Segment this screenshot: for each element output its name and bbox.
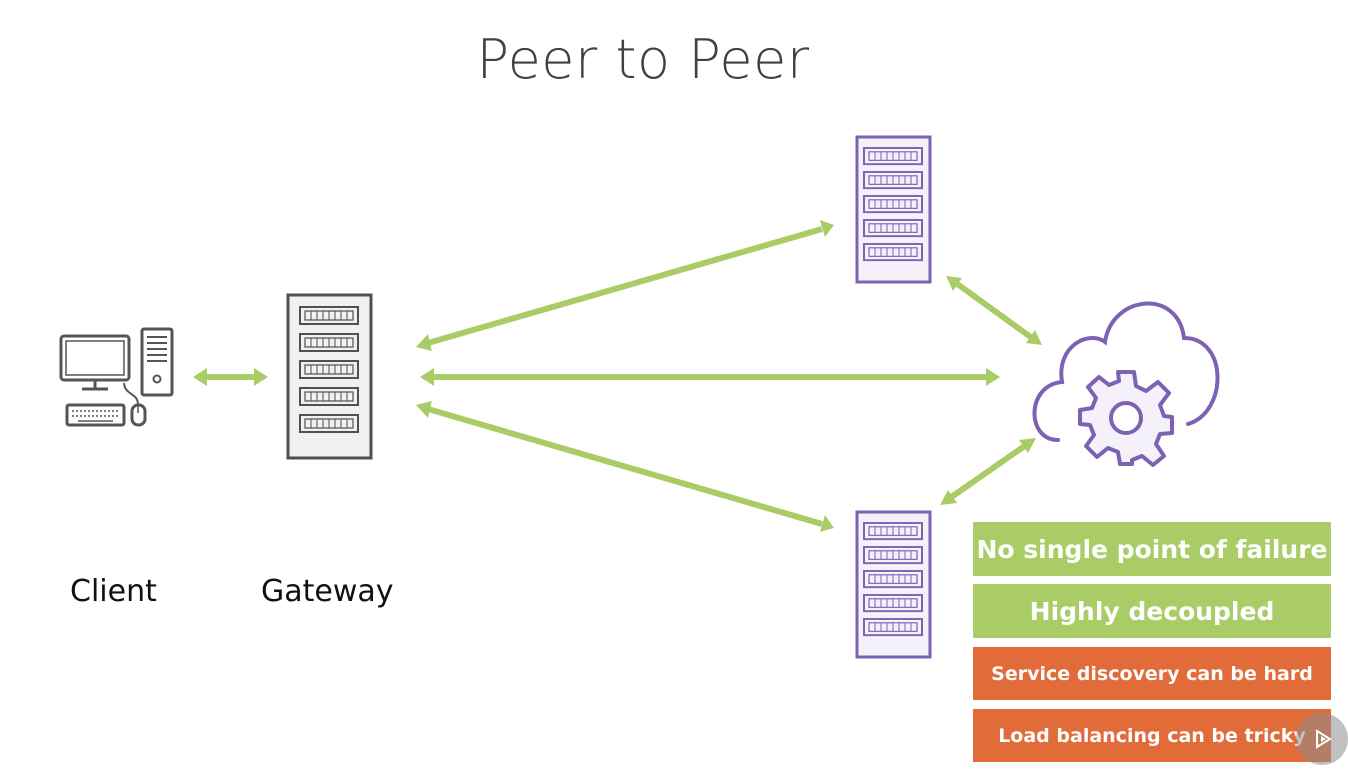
con-tag-service-discovery: Service discovery can be hard xyxy=(973,647,1331,700)
cloud-gear-icon xyxy=(1032,301,1220,467)
play-icon xyxy=(1316,729,1332,749)
pro-tag-no-single-point-of-failure: No single point of failure xyxy=(973,522,1331,576)
desktop-computer-icon xyxy=(59,327,174,427)
tag-text: No single point of failure xyxy=(976,534,1328,564)
server-rack-icon xyxy=(855,135,932,284)
client-gateway-arrow xyxy=(193,368,268,386)
server-rack-icon xyxy=(855,510,932,659)
page-title: Peer to Peer xyxy=(476,28,810,91)
client-label: Client xyxy=(70,574,157,609)
tag-text: Service discovery can be hard xyxy=(991,662,1313,685)
play-button[interactable] xyxy=(1296,713,1348,765)
gateway-registry-arrow xyxy=(420,368,1000,386)
tag-text: Load balancing can be tricky xyxy=(998,724,1306,747)
gateway-service-top-arrow xyxy=(416,220,834,351)
gateway-service-bottom-arrow xyxy=(416,401,834,532)
con-tag-load-balancing: Load balancing can be tricky xyxy=(973,709,1331,762)
service-bottom-registry-arrow xyxy=(940,438,1036,505)
gateway-label: Gateway xyxy=(261,574,394,609)
server-rack-icon xyxy=(286,293,373,460)
service-top-registry-arrow xyxy=(946,276,1042,345)
pro-tag-highly-decoupled: Highly decoupled xyxy=(973,584,1331,638)
tag-text: Highly decoupled xyxy=(1029,596,1275,626)
